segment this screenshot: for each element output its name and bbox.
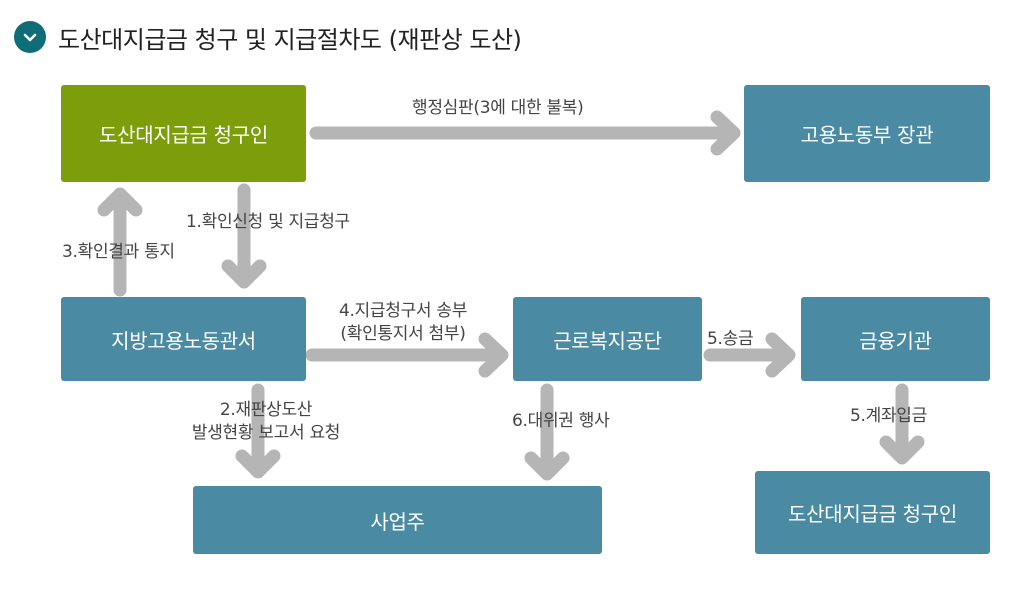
label-confirm-request: 1.확인신청 및 지급청구 [186,212,350,232]
arrow-report-request [235,383,281,479]
arrow-admin-appeal [309,110,741,156]
label-report-request: 2.재판상도산 발생현황 보고서 요청 [166,399,366,445]
label-admin-appeal: 행정심판(3에 대한 불복) [412,98,584,118]
label-payment-request: 4.지급청구서 송부 (확인통지서 첨부) [318,300,488,346]
arrow-remittance [703,332,796,378]
label-report-request-line2: 발생현황 보고서 요청 [191,422,341,443]
node-minister: 고용노동부 장관 [744,85,990,182]
arrow-subrogation [524,383,570,481]
arrow-confirm-request [221,183,267,289]
arrow-payment-request [305,332,509,378]
label-report-request-line1: 2.재판상도산 [219,400,313,420]
node-claimant-bottom: 도산대지급금 청구인 [755,471,990,554]
node-regional-office: 지방고용노동관서 [61,297,306,381]
label-account-deposit: 5.계좌입금 [850,406,927,426]
label-payment-request-line1: 4.지급청구서 송부 [338,301,468,321]
section-header: 도산대지급금 청구 및 지급절차도 (재판상 도산) [14,20,522,54]
label-subrogation: 6.대위권 행사 [512,411,610,431]
arrow-account-deposit [879,383,925,465]
label-payment-request-line2: (확인통지서 첨부) [340,323,466,344]
chevron-down-icon [23,33,37,42]
label-remittance: 5.송금 [707,329,754,349]
collapse-toggle-button[interactable] [14,21,46,53]
label-confirm-result: 3.확인결과 통지 [62,242,175,262]
node-claimant-top: 도산대지급금 청구인 [61,85,306,182]
node-financial-institution: 금융기관 [801,297,990,381]
page-title: 도산대지급금 청구 및 지급절차도 (재판상 도산) [58,25,522,54]
node-employer: 사업주 [193,486,602,554]
node-welfare-service: 근로복지공단 [513,297,702,381]
arrow-confirm-result [97,187,143,297]
